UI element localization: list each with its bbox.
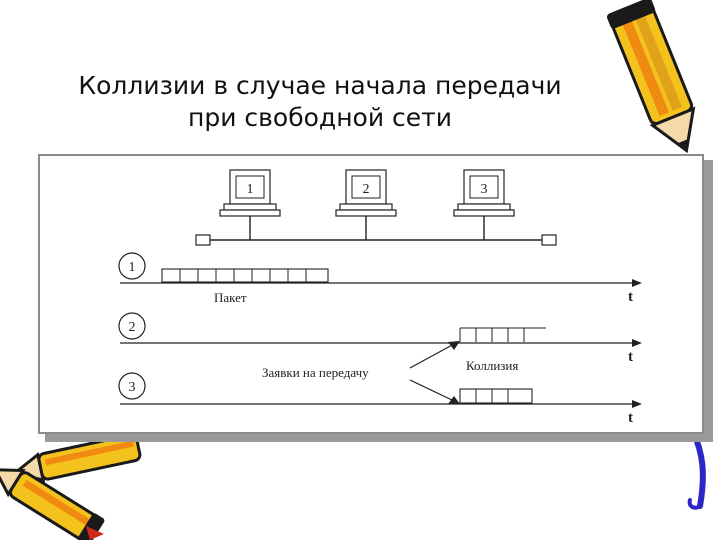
pencil-top-right-icon	[606, 0, 696, 154]
terminator-right	[541, 234, 557, 246]
packet-label: Пакет	[214, 290, 247, 305]
network-diagram: 1 2 3 1 t	[118, 169, 642, 426]
computer-1-icon	[219, 169, 281, 240]
slide-title: Коллизии в случае начала передачи при св…	[40, 70, 600, 134]
request-arrow-down	[409, 379, 455, 402]
timeline-2-number: 2	[129, 320, 136, 335]
requests-label: Заявки на передачу	[262, 365, 369, 380]
timeline-3-t-label: t	[628, 410, 633, 426]
request-arrowhead-up	[448, 341, 460, 350]
station-1-label: 1	[247, 182, 254, 197]
timeline-1-marker	[118, 252, 146, 280]
timeline-3-number: 3	[129, 380, 136, 395]
timeline-2-marker	[118, 312, 146, 340]
timeline-3-arrow	[632, 400, 642, 408]
timeline-2-arrow	[632, 339, 642, 347]
packet-frames	[161, 268, 329, 283]
computer-2-icon	[335, 169, 397, 240]
collision-frames-station-2	[459, 327, 546, 342]
timeline-1-arrow	[632, 279, 642, 287]
request-arrow-up	[409, 343, 455, 369]
station-2-label: 2	[363, 182, 370, 197]
diagram-panel: 1 2 3 1 t	[38, 154, 704, 434]
pencils-bottom-left-icon	[0, 433, 142, 540]
timeline-1-t-label: t	[628, 289, 633, 305]
timeline-2-t-label: t	[628, 349, 633, 365]
computer-3-icon	[453, 169, 515, 240]
title-line-2: при свободной сети	[188, 103, 452, 132]
timeline-3-marker	[118, 372, 146, 400]
terminator-left	[195, 234, 211, 246]
collision-frames-station-3	[459, 388, 533, 404]
title-line-1: Коллизии в случае начала передачи	[78, 71, 562, 100]
station-3-label: 3	[481, 182, 488, 197]
collision-label: Коллизия	[466, 358, 518, 373]
request-arrowhead-down	[448, 396, 460, 404]
timeline-1-number: 1	[129, 260, 136, 275]
pen-right-icon	[687, 432, 706, 510]
